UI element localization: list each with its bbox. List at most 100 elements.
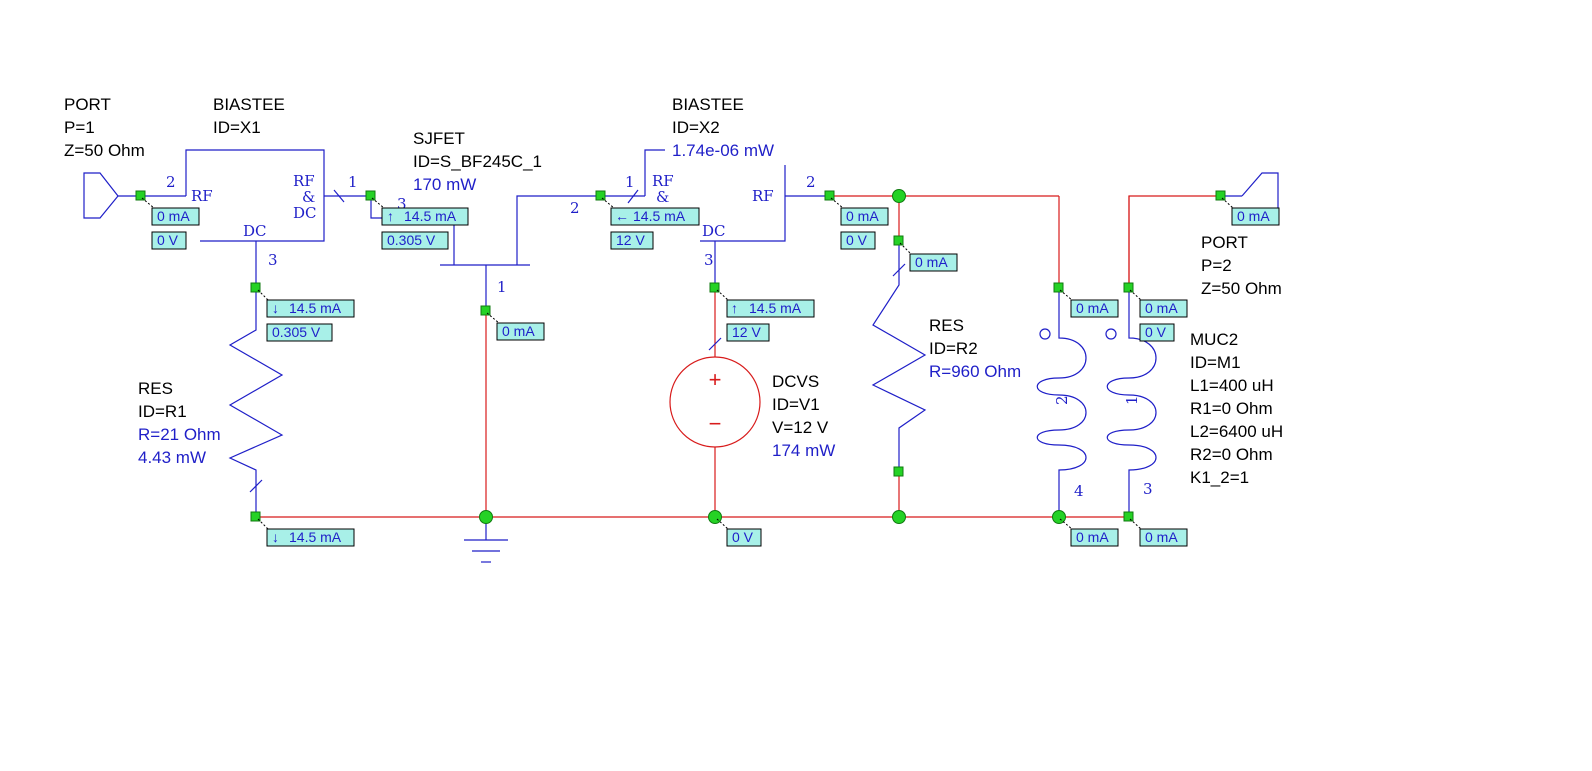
biastee2-symbol[interactable] [600, 149, 830, 288]
pin-terminal [1123, 282, 1134, 293]
dcvs-symbol[interactable] [669, 288, 761, 517]
annotation-box[interactable]: 12 V [610, 231, 654, 250]
biastee1-node-2: 2 [166, 173, 176, 191]
sjfet-name: SJFET [413, 129, 465, 148]
annotation-text: 0 V [1145, 324, 1167, 340]
port1-symbol[interactable] [83, 172, 140, 219]
res2-id: ID=R2 [929, 339, 978, 358]
res1-id: ID=R1 [138, 402, 187, 421]
annotation-text: 0 mA [1237, 208, 1270, 224]
biastee2-power: 1.74e-06 mW [672, 141, 774, 160]
biastee1-pin-rfdc-amp: & [302, 188, 315, 206]
annotation-text: 0 V [732, 529, 754, 545]
annotation-text: 14.5 mA [404, 208, 457, 224]
annotation-box[interactable]: 0 V [1139, 323, 1175, 342]
pin-terminal [824, 190, 835, 201]
annotation-box[interactable]: 0 mA [151, 207, 200, 226]
muc2-r2: R2=0 Ohm [1190, 445, 1273, 464]
biastee2-pin-rf: RF [752, 187, 774, 205]
res2-value: R=960 Ohm [929, 362, 1021, 381]
annotation-text: 14.5 mA [633, 208, 686, 224]
annotation-box[interactable]: ← 14.5 mA [610, 207, 700, 226]
sjfet-node-1: 1 [497, 278, 507, 296]
muc2-coil-2: 2 [1053, 395, 1071, 405]
muc2-k: K1_2=1 [1190, 468, 1249, 487]
annotation-text: 0 V [157, 232, 179, 248]
annotation-text: 0 V [846, 232, 868, 248]
annotation-box[interactable]: ↑ 14.5 mA [726, 299, 815, 318]
muc2-node-4: 4 [1074, 482, 1084, 500]
dcvs-power: 174 mW [772, 441, 835, 460]
biastee1-pin-rfdc-rf: RF [293, 172, 315, 190]
pin-terminals[interactable] [135, 190, 1226, 522]
muc2-node-3: 3 [1143, 480, 1153, 498]
annotation-text: 12 V [732, 324, 761, 340]
junction-dots [479, 189, 1066, 524]
annotation-box[interactable]: 0 mA [1139, 528, 1188, 547]
pin-terminal [365, 190, 376, 201]
dcvs-minus-sign: − [709, 411, 722, 436]
res1-symbol[interactable] [228, 288, 284, 517]
junction-node [708, 510, 722, 524]
annotation-text: 0 mA [846, 208, 879, 224]
annotation-box[interactable]: 0 mA [1070, 528, 1119, 547]
biastee1-node-1: 1 [348, 173, 358, 191]
annotation-box[interactable]: 0 V [151, 231, 187, 250]
annotation-box[interactable]: 0 V [840, 231, 876, 250]
port1-p: P=1 [64, 118, 95, 137]
res2-symbol[interactable] [871, 196, 927, 517]
annotation-text: 0 mA [157, 208, 190, 224]
biastee2-id: ID=X2 [672, 118, 720, 137]
annotation-text: 0 mA [1076, 300, 1109, 316]
pin-terminal [893, 466, 904, 477]
muc2-symbol[interactable] [1036, 196, 1157, 517]
junction-node [479, 510, 493, 524]
pin-terminal [250, 282, 261, 293]
annotation-text: 0 mA [1145, 529, 1178, 545]
annotation-box[interactable]: 0 mA [909, 253, 958, 272]
biastee2-node-1: 1 [625, 173, 635, 191]
annotation-text: 0 mA [502, 323, 535, 339]
annotation-text: 0.305 V [272, 324, 321, 340]
pin-terminal [1123, 511, 1134, 522]
annotation-text: 0 mA [1076, 529, 1109, 545]
pin-terminal [1215, 190, 1226, 201]
annotation-box[interactable]: 0 mA [496, 322, 545, 341]
current-arrow-up-icon: ↑ [387, 208, 394, 224]
annotation-box[interactable]: ↓ 14.5 mA [266, 299, 355, 318]
pin-terminal [480, 305, 491, 316]
muc2-l1: L1=400 uH [1190, 376, 1274, 395]
pin-terminal [135, 190, 146, 201]
dcvs-name: DCVS [772, 372, 819, 391]
annotation-box[interactable]: 0 mA [1231, 207, 1280, 226]
biastee1-symbol[interactable] [140, 149, 371, 288]
annotation-box[interactable]: 0.305 V [266, 323, 333, 342]
sjfet-node-3: 3 [397, 195, 407, 213]
port2-p: P=2 [1201, 256, 1232, 275]
pin-terminal [1053, 282, 1064, 293]
annotation-box[interactable]: 0 mA [1139, 299, 1188, 318]
biastee2-pin-dc: DC [702, 222, 726, 240]
annotation-text: 12 V [616, 232, 645, 248]
biastee2-pin-rfdc-rf: RF [652, 172, 674, 190]
pin-terminal [709, 282, 720, 293]
junction-node [892, 189, 906, 203]
annotation-box[interactable]: 0.305 V [381, 231, 449, 250]
annotation-box[interactable]: 0 mA [840, 207, 889, 226]
port2-name: PORT [1201, 233, 1248, 252]
annotation-box[interactable]: 0 mA [1070, 299, 1119, 318]
port1-z: Z=50 Ohm [64, 141, 145, 160]
biastee2-name: BIASTEE [672, 95, 744, 114]
biastee2-pin-rfdc-amp: & [656, 188, 669, 206]
pin-terminal [250, 511, 261, 522]
dcvs-id: ID=V1 [772, 395, 820, 414]
annotation-box[interactable]: 0 V [726, 528, 762, 547]
annotation-box[interactable]: ↓ 14.5 mA [266, 528, 355, 547]
annotation-text: 14.5 mA [289, 529, 342, 545]
junction-node [892, 510, 906, 524]
annotation-text: 14.5 mA [749, 300, 802, 316]
res1-value: R=21 Ohm [138, 425, 221, 444]
annotation-box[interactable]: 12 V [726, 323, 770, 342]
annotation-box[interactable]: ↑ 14.5 mA [381, 207, 469, 226]
